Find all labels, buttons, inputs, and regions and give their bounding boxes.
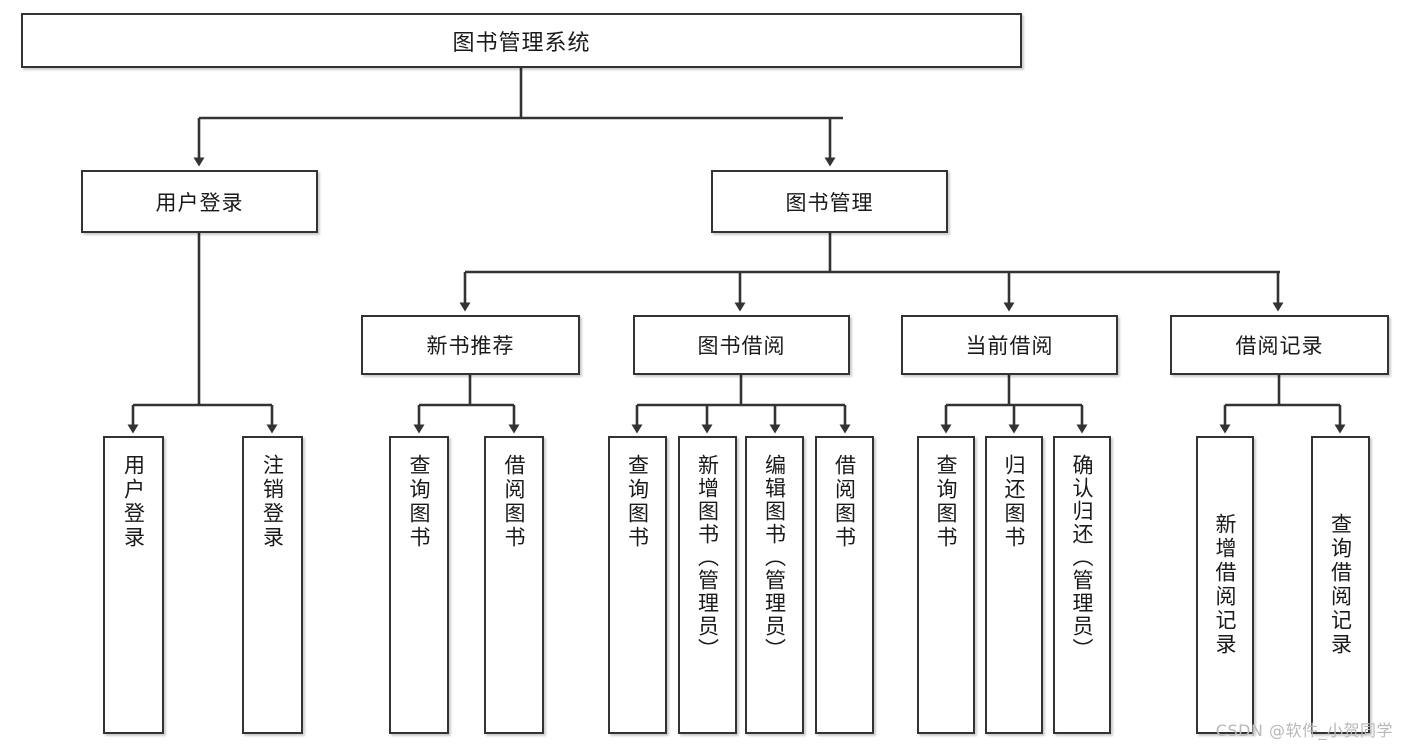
node-book-borrow-label: 图书借阅 [697,334,786,358]
node-leaf-user-login-label: 用户登录 [121,454,146,550]
node-leaf-query-book-borrow[interactable]: 查询图书 [608,436,667,734]
watermark: CSDN @软件_小贺同学 [1215,721,1393,740]
node-book-borrow[interactable]: 图书借阅 [633,315,850,375]
node-leaf-borrow-book-rec-label: 借阅图书 [502,454,527,550]
node-new-book-rec-label: 新书推荐 [426,334,515,358]
node-leaf-borrow-book-rec[interactable]: 借阅图书 [484,436,544,734]
node-borrow-record-label: 借阅记录 [1235,334,1324,358]
node-leaf-borrow-book-label: 借阅图书 [832,454,857,550]
node-current-borrow-label: 当前借阅 [965,334,1054,358]
node-leaf-query-book-borrow-label: 查询图书 [625,454,650,550]
node-current-borrow[interactable]: 当前借阅 [901,315,1118,375]
node-book-manage[interactable]: 图书管理 [711,170,948,233]
node-leaf-user-logout[interactable]: 注销登录 [242,436,303,734]
node-root[interactable]: 图书管理系统 [21,13,1022,68]
node-user-login-label: 用户登录 [155,190,244,215]
node-leaf-query-record-label: 查询借阅记录 [1328,513,1353,657]
node-leaf-add-record[interactable]: 新增借阅记录 [1196,436,1254,734]
node-root-label: 图书管理系统 [452,30,591,56]
node-leaf-query-book-cur[interactable]: 查询图书 [917,436,975,734]
node-leaf-confirm-return-label: 确认归还（管理员） [1070,454,1095,661]
node-leaf-query-book-rec[interactable]: 查询图书 [389,436,449,734]
node-borrow-record[interactable]: 借阅记录 [1170,315,1389,375]
node-new-book-rec[interactable]: 新书推荐 [361,315,580,375]
node-leaf-edit-book[interactable]: 编辑图书（管理员） [745,436,804,734]
node-leaf-return-book-label: 归还图书 [1002,454,1027,550]
node-leaf-user-login[interactable]: 用户登录 [103,436,164,734]
node-user-login[interactable]: 用户登录 [81,170,318,233]
node-leaf-return-book[interactable]: 归还图书 [985,436,1043,734]
node-leaf-add-book[interactable]: 新增图书（管理员） [678,436,737,734]
node-leaf-user-logout-label: 注销登录 [260,454,285,550]
node-leaf-query-record[interactable]: 查询借阅记录 [1311,436,1370,734]
node-leaf-add-record-label: 新增借阅记录 [1213,513,1238,657]
node-leaf-add-book-label: 新增图书（管理员） [695,454,720,661]
node-leaf-query-book-cur-label: 查询图书 [934,454,959,550]
node-leaf-confirm-return[interactable]: 确认归还（管理员） [1053,436,1111,734]
node-book-manage-label: 图书管理 [785,190,874,215]
node-leaf-edit-book-label: 编辑图书（管理员） [762,454,787,661]
node-leaf-query-book-rec-label: 查询图书 [407,454,432,550]
node-leaf-borrow-book[interactable]: 借阅图书 [815,436,874,734]
